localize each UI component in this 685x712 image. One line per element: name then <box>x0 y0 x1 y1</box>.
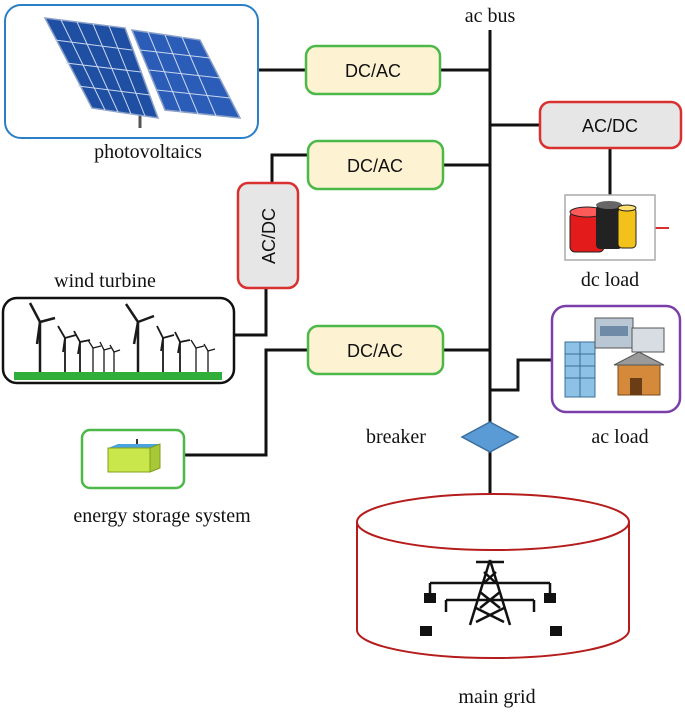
wind-rectifier-label: AC/DC <box>259 208 279 264</box>
pv-inverter-box: DC/AC <box>304 44 442 96</box>
wind-rectifier-box: AC/DC <box>236 181 300 290</box>
storage-inverter-label: DC/AC <box>347 341 403 361</box>
dcload-rectifier-box: AC/DC <box>538 100 683 150</box>
ac-load-node: ac load <box>550 304 682 448</box>
solar-panel-icon <box>43 17 242 128</box>
bus-to-acload-wire <box>490 358 552 392</box>
buildings-icon <box>564 317 665 398</box>
wind-turbine-icon <box>28 302 216 372</box>
wind-turbine-frame <box>1 296 236 385</box>
dc-load-node: dc load <box>564 194 656 291</box>
breaker-icon <box>460 421 520 453</box>
ac-bus-label: ac bus <box>465 5 516 27</box>
wind-turbine-label: wind turbine <box>54 270 156 292</box>
storage-inverter-box: DC/AC <box>306 324 445 376</box>
dc-load-battery-icon <box>569 201 637 253</box>
pv-inverter-label: DC/AC <box>345 61 401 81</box>
photovoltaics-node: photovoltaics <box>4 4 259 163</box>
dc-load-label: dc load <box>581 269 639 291</box>
energy-storage-node: energy storage system <box>73 428 251 527</box>
battery-icon <box>107 439 161 473</box>
dcload-rectifier-label: AC/DC <box>582 116 638 136</box>
main-grid-node: main grid <box>356 493 630 708</box>
main-grid-cylinder-top <box>356 493 630 551</box>
main-grid-label: main grid <box>458 686 535 708</box>
wind-to-rectifier-wire <box>234 288 268 337</box>
transmission-tower-icon <box>428 559 552 626</box>
photovoltaics-label: photovoltaics <box>94 141 202 163</box>
insulator-blocks <box>420 593 562 636</box>
rectifier-to-inverter-wire <box>270 153 308 183</box>
energy-storage-label: energy storage system <box>73 505 251 527</box>
ac-load-label: ac load <box>591 426 648 448</box>
wind-inverter-box: DC/AC <box>306 139 445 191</box>
wind-turbine-node <box>1 296 236 385</box>
wind-inverter-label: DC/AC <box>347 156 403 176</box>
storage-to-converter-wire <box>184 348 308 457</box>
grass-strip <box>14 372 222 380</box>
breaker-label: breaker <box>366 426 426 448</box>
wiring <box>184 30 669 500</box>
